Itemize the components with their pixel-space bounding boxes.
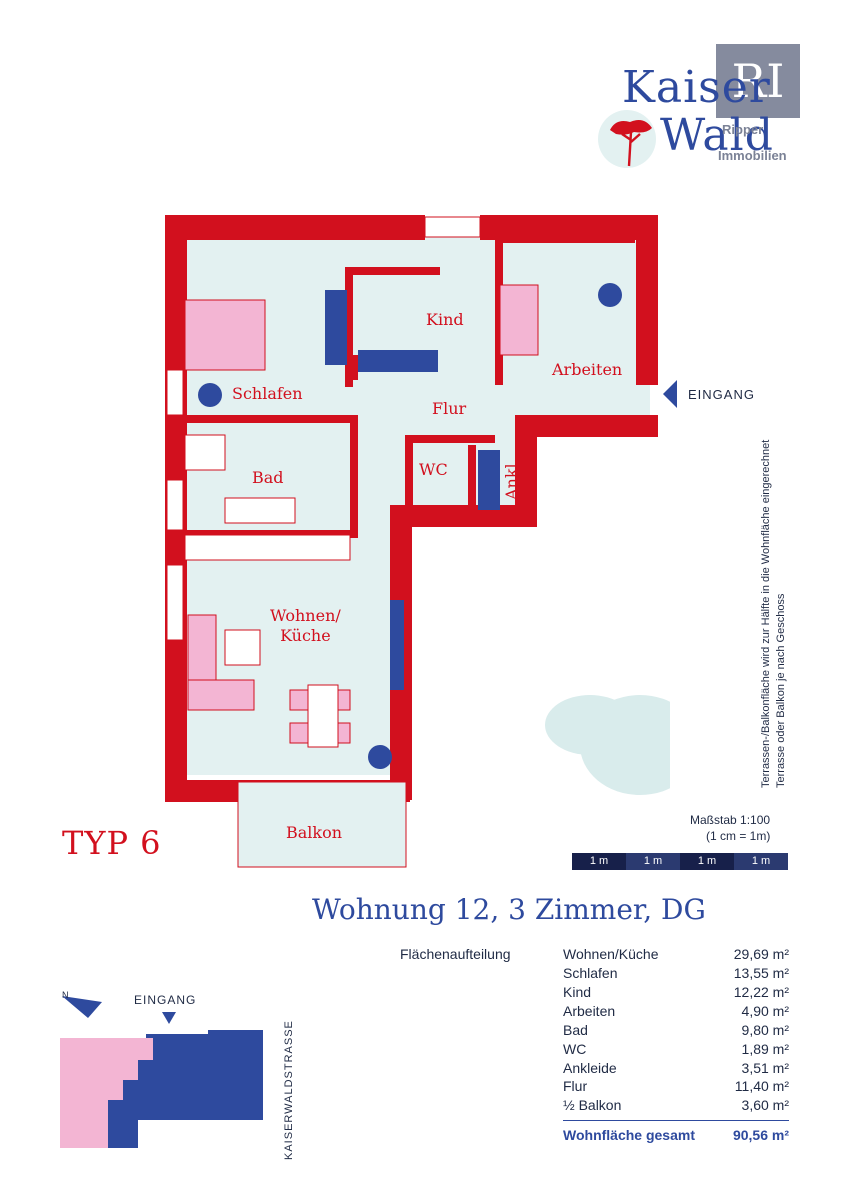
entrance-arrow-icon bbox=[663, 380, 677, 408]
area-name: Bad bbox=[563, 1022, 588, 1038]
area-value: 12,22 m² bbox=[733, 984, 789, 1000]
tree-illustration bbox=[545, 695, 670, 795]
logo-kaiser: Kaiser bbox=[622, 62, 771, 113]
area-name: ½ Balkon bbox=[563, 1097, 622, 1113]
balcony-area bbox=[237, 781, 407, 868]
entrance-label: EINGANG bbox=[688, 387, 755, 402]
area-name: Kind bbox=[563, 984, 592, 1000]
area-divider bbox=[563, 1120, 789, 1121]
room-label-wohnen-line1: Wohnen/ bbox=[270, 606, 341, 625]
logo-sub-ripper: Ripper bbox=[722, 122, 764, 137]
area-name: Arbeiten bbox=[563, 1003, 616, 1019]
room-label-balkon: Balkon bbox=[286, 823, 343, 842]
scale-segment: 1 m bbox=[572, 853, 626, 870]
room-label-bad: Bad bbox=[252, 468, 284, 487]
scale-segment: 1 m bbox=[680, 853, 734, 870]
wardrobes bbox=[325, 290, 500, 690]
area-value: 29,69 m² bbox=[733, 946, 789, 962]
scale-bar: 1 m 1 m 1 m 1 m bbox=[572, 853, 788, 870]
area-name: Ankleide bbox=[563, 1060, 617, 1076]
area-value: 11,40 m² bbox=[734, 1078, 789, 1094]
total-value: 90,56 m² bbox=[732, 1127, 789, 1143]
room-label-kind: Kind bbox=[426, 310, 464, 329]
room-label-wohnen-line2: Küche bbox=[280, 626, 331, 645]
area-value: 3,60 m² bbox=[741, 1097, 789, 1113]
scale-segment: 1 m bbox=[626, 853, 680, 870]
area-heading: Flächenaufteilung bbox=[400, 946, 511, 962]
room-label-wohnen: Wohnen/ Küche bbox=[270, 606, 341, 646]
total-name: Wohnfläche gesamt bbox=[563, 1127, 695, 1143]
tree-icon bbox=[610, 120, 652, 167]
area-row: WC 1,89 m² bbox=[563, 1041, 789, 1060]
side-note-line2: Terrasse oder Balkon je nach Geschoss bbox=[775, 593, 787, 788]
inner-walls bbox=[187, 235, 635, 538]
area-name: Wohnen/Küche bbox=[563, 946, 659, 962]
furniture-white bbox=[184, 434, 351, 748]
street-label: KAISERWALDSTRASSE bbox=[283, 1020, 295, 1160]
area-row: ½ Balkon 3,60 m² bbox=[563, 1097, 789, 1116]
area-row: Arbeiten 4,90 m² bbox=[563, 1003, 789, 1022]
area-row: Ankleide 3,51 m² bbox=[563, 1060, 789, 1079]
scale-segment: 1 m bbox=[734, 853, 788, 870]
type-label: TYP 6 bbox=[62, 824, 162, 862]
logo-circle bbox=[598, 110, 656, 168]
north-arrow-icon bbox=[62, 996, 102, 1018]
area-value: 4,90 m² bbox=[741, 1003, 789, 1019]
area-name: WC bbox=[563, 1041, 587, 1057]
ri-badge: RI bbox=[716, 44, 800, 118]
room-label-wc: WC bbox=[419, 460, 448, 479]
room-label-ankl: Ankl. bbox=[502, 458, 521, 500]
area-name: Flur bbox=[563, 1078, 588, 1094]
scale-label: Maßstab 1:100 bbox=[690, 813, 771, 827]
area-row: Kind 12,22 m² bbox=[563, 984, 789, 1003]
site-entrance-label: EINGANG bbox=[134, 993, 197, 1007]
total-row: Wohnfläche gesamt 90,56 m² bbox=[563, 1127, 789, 1146]
logo-sub-immobilien: Immobilien bbox=[718, 148, 787, 163]
logo: RI Kaiser Wald Ripper Immobilien bbox=[590, 44, 820, 174]
area-row: Flur 11,40 m² bbox=[563, 1078, 789, 1097]
site-plan bbox=[60, 1030, 263, 1148]
plant-icons bbox=[198, 283, 622, 769]
apartment-title: Wohnung 12, 3 Zimmer, DG bbox=[312, 893, 706, 926]
area-row: Wohnen/Küche 29,69 m² bbox=[563, 946, 789, 965]
area-value: 9,80 m² bbox=[741, 1022, 789, 1038]
area-row: Schlafen 13,55 m² bbox=[563, 965, 789, 984]
floor-plan bbox=[165, 215, 670, 868]
room-label-schlafen: Schlafen bbox=[232, 384, 303, 403]
room-label-flur: Flur bbox=[432, 399, 467, 418]
area-value: 3,51 m² bbox=[741, 1060, 789, 1076]
site-entrance-arrow-icon bbox=[162, 1012, 176, 1024]
area-value: 1,89 m² bbox=[741, 1041, 789, 1057]
area-row: Bad 9,80 m² bbox=[563, 1022, 789, 1041]
logo-wald: Wald bbox=[660, 110, 774, 161]
scale-sub: (1 cm = 1m) bbox=[706, 829, 771, 843]
area-name: Schlafen bbox=[563, 965, 618, 981]
area-value: 13,55 m² bbox=[733, 965, 789, 981]
north-label: N bbox=[62, 990, 69, 1000]
room-label-arbeiten: Arbeiten bbox=[552, 360, 623, 379]
side-note-line1: Terrassen-/Balkonfläche wird zur Hälfte … bbox=[760, 439, 772, 788]
